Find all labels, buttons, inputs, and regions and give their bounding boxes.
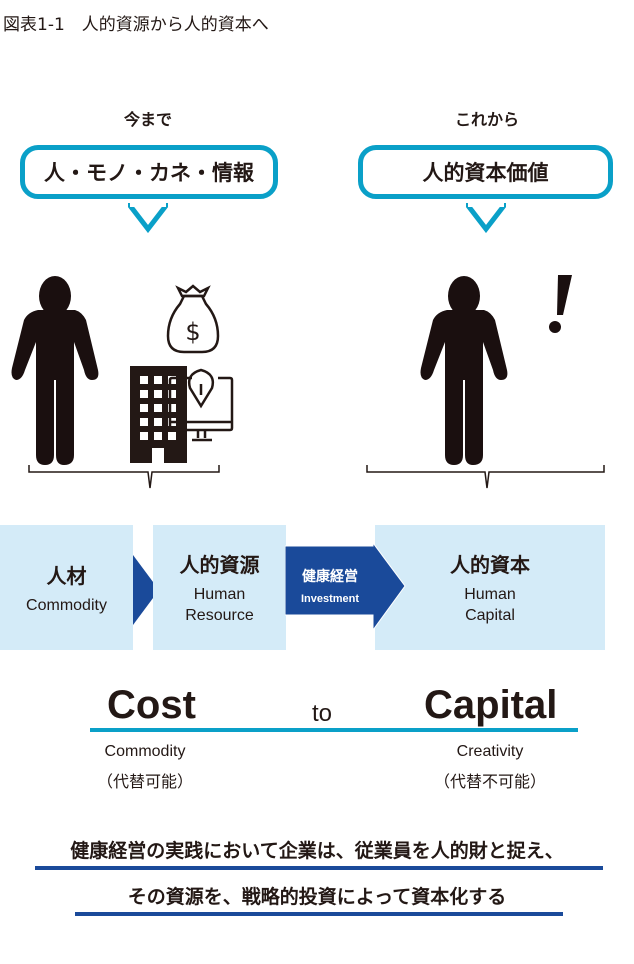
flow-jp: 人的資源 <box>179 553 260 577</box>
flow-en: Commodity <box>26 596 107 614</box>
underline-1 <box>35 866 603 870</box>
money-bag-icon: $ <box>166 284 220 354</box>
conclusion-line-2: その資源を、戦略的投資によって資本化する <box>127 886 507 908</box>
capital-text: Capital <box>424 683 558 727</box>
before-bubble-text: 人・モノ・カネ・情報 <box>44 161 254 185</box>
flow-jp: 人的資本 <box>450 553 530 577</box>
arrow-label-jp: 健康経営 <box>302 569 358 585</box>
person-icon <box>11 276 99 465</box>
arrow-label-en: Investment <box>300 593 360 605</box>
right-bracket <box>366 465 605 489</box>
illustrations: $ <box>11 275 605 489</box>
svg-text:$: $ <box>185 318 200 346</box>
cost-sub: Commodity <box>104 743 186 760</box>
after-bubble: 人的資本価値 <box>358 145 613 199</box>
capital-sub: Creativity <box>456 743 524 760</box>
monitor-info-icon <box>168 368 234 442</box>
investment-arrow <box>285 543 406 632</box>
flow-box-talent: 人材 Commodity <box>0 525 133 650</box>
to-text: to <box>312 700 333 727</box>
flow-box-human-resource: 人的資源 Human Resource <box>153 525 286 650</box>
cost-note: （代替可能） <box>96 774 193 791</box>
flow-en: Resource <box>185 607 254 624</box>
after-bubble-text: 人的資本価値 <box>422 161 549 185</box>
figure-title: 図表1-1 人的資源から人的資本へ <box>3 15 269 35</box>
after-label: これから <box>454 110 519 129</box>
underline-2 <box>75 912 563 916</box>
before-bubble-tail <box>128 203 168 233</box>
conclusion-line-1: 健康経営の実践において企業は、従業員を人的財と捉え、 <box>70 840 564 862</box>
after-bubble-tail <box>466 203 506 233</box>
chevron-arrow-icon <box>133 555 159 625</box>
flow-en: Human <box>464 586 516 603</box>
flow-jp: 人材 <box>46 563 87 588</box>
shift-line <box>90 728 578 732</box>
before-label: 今まで <box>123 110 172 129</box>
capital-note: （代替不可能） <box>433 774 546 791</box>
flow-en: Human <box>193 586 246 603</box>
left-bracket <box>28 465 220 489</box>
flow-box-human-capital: 人的資本 Human Capital <box>375 525 605 650</box>
flow-en: Capital <box>465 607 515 624</box>
cost-text: Cost <box>107 683 196 727</box>
exclamation-icon <box>549 275 572 333</box>
person-icon-right <box>420 276 508 465</box>
building-icon <box>130 366 187 463</box>
before-bubble: 人・モノ・カネ・情報 <box>20 145 278 199</box>
